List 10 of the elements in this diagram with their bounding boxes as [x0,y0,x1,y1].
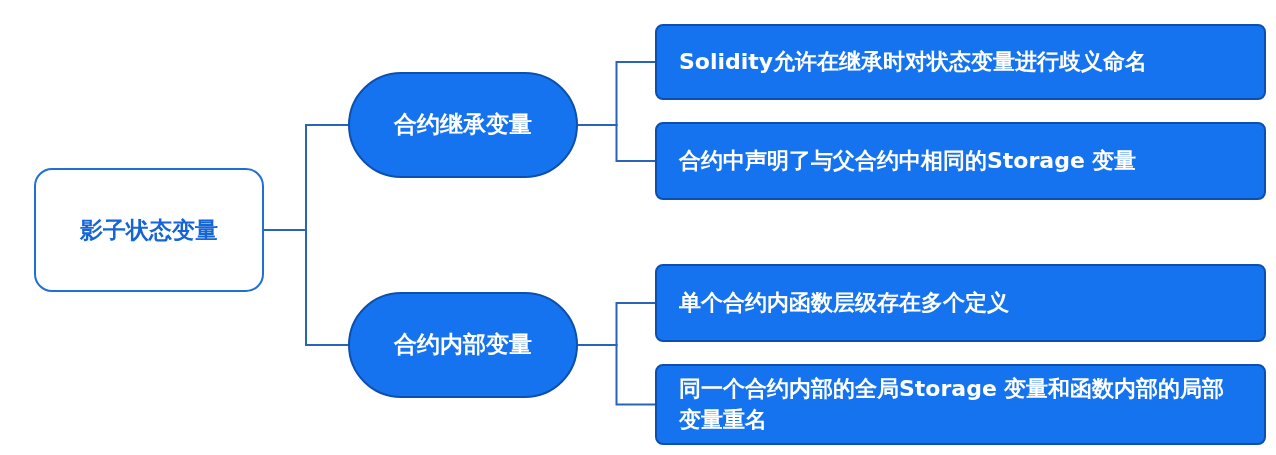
detail-box: 单个合约内函数层级存在多个定义 [655,264,1266,342]
detail-box: Solidity允许在继承时对状态变量进行歧义命名 [655,24,1266,100]
detail-box: 合约中声明了与父合约中相同的Storage 变量 [655,122,1266,200]
connector-line [263,229,349,346]
detail-box: 同一个合约内部的全局Storage 变量和函数内部的局部变量重名 [655,364,1266,445]
connector-line [577,344,656,406]
category-pill: 合约内部变量 [348,292,578,398]
connector-line [577,124,656,162]
root-box: 影子状态变量 [34,168,264,292]
category-pill: 合约继承变量 [348,72,578,178]
